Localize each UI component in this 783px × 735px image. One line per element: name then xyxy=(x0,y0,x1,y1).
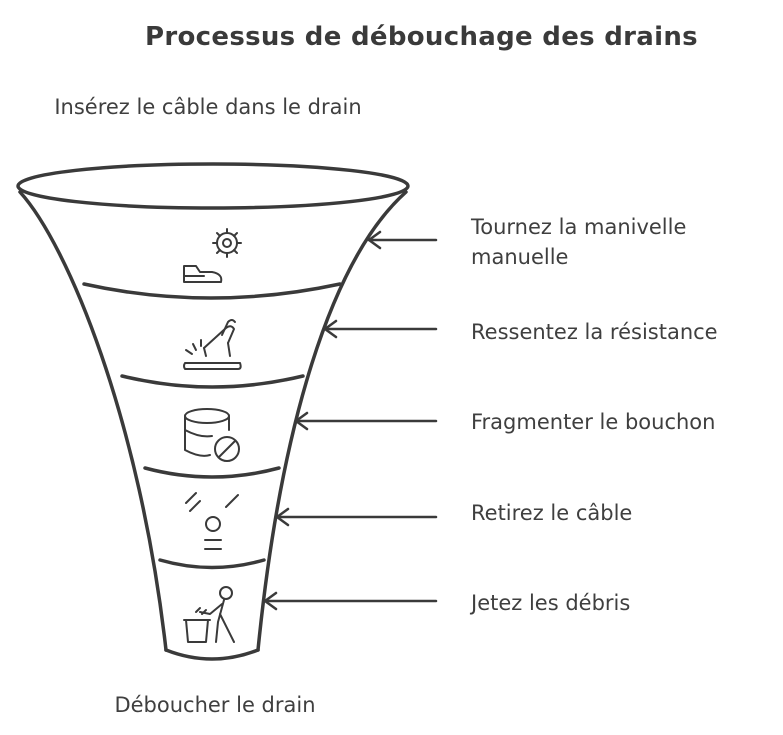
arrow-step-crank xyxy=(367,230,438,250)
funnel-input-label: Insérez le câble dans le drain xyxy=(54,95,362,119)
arrow-step-fragment xyxy=(294,411,438,431)
step-label-fragment: Fragmenter le bouchon xyxy=(471,410,716,434)
funnel-left-edge xyxy=(18,190,168,652)
arrow-step-resistance xyxy=(323,319,438,339)
step-label-resistance: Ressentez la résistance xyxy=(471,320,718,344)
cable-removal-icon xyxy=(185,492,239,550)
funnel-rim xyxy=(16,162,410,210)
funnel-divider-1 xyxy=(82,282,342,300)
step-label-discard-debris: Jetez les débris xyxy=(471,591,631,615)
diagram-title: Processus de débouchage des drains xyxy=(145,22,698,52)
hand-resistance-icon xyxy=(183,319,242,370)
arrow-step-discard-debris xyxy=(263,591,438,611)
connector-arrows xyxy=(263,230,438,611)
funnel-divider-2 xyxy=(120,374,305,389)
gear-icon xyxy=(212,228,242,258)
funnel-divider-3 xyxy=(143,466,281,479)
funnel-right-edge xyxy=(256,190,408,652)
blocked-database-icon xyxy=(184,408,240,462)
funnel-divider-4 xyxy=(158,558,266,570)
step-label-remove-cable: Retirez le câble xyxy=(471,501,633,525)
arrow-step-remove-cable xyxy=(275,507,438,527)
hand-crank-icon xyxy=(183,265,223,283)
funnel xyxy=(16,162,410,661)
step-label-crank: Tournez la manivelle manuelle xyxy=(471,215,687,269)
trash-disposal-icon xyxy=(183,586,235,643)
funnel-bottom xyxy=(164,648,260,661)
funnel-output-label: Déboucher le drain xyxy=(114,693,316,717)
